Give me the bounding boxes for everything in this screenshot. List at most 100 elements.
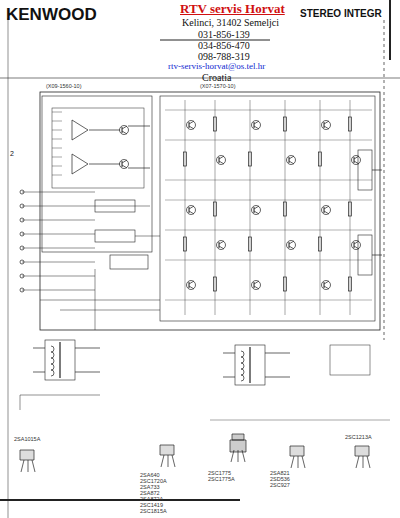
- wire: [254, 126, 259, 129]
- wire: [22, 290, 95, 291]
- wire: [219, 242, 220, 248]
- wire: [165, 110, 372, 111]
- transistor-symbol: [322, 281, 331, 290]
- block-outline: [45, 340, 75, 380]
- wire: [254, 286, 259, 289]
- block-outline: [235, 345, 265, 385]
- wire: [265, 377, 290, 378]
- coil-winding: [241, 357, 244, 363]
- wire: [302, 456, 305, 468]
- resistor-symbol: [349, 277, 352, 291]
- wire: [350, 100, 351, 315]
- wire: [324, 282, 325, 288]
- dashed-border: [384, 20, 385, 340]
- wire: [289, 157, 290, 163]
- wire: [324, 121, 329, 124]
- transistor-symbol: [187, 281, 196, 290]
- wire: [324, 207, 325, 213]
- resistor-symbol: [184, 152, 187, 166]
- wire: [172, 455, 175, 467]
- coil-winding: [241, 369, 244, 375]
- transistor-symbol: [120, 160, 129, 169]
- wire: [8, 18, 9, 518]
- wire: [122, 161, 123, 167]
- coil-winding: [51, 346, 54, 352]
- transistor-symbol: [217, 241, 226, 250]
- wire: [354, 242, 355, 248]
- input-jack: [20, 232, 24, 236]
- opamp-symbol: [72, 154, 88, 174]
- block-outline: [358, 150, 372, 190]
- transistor-symbol: [322, 121, 331, 130]
- wire: [59, 342, 60, 378]
- phone-number: 098-788-319: [198, 51, 250, 62]
- to92-package: [290, 446, 304, 456]
- brand-logo: KENWOOD: [6, 6, 97, 25]
- wire: [189, 286, 194, 289]
- wire: [22, 192, 95, 193]
- resistor-symbol: [214, 202, 217, 216]
- wire: [168, 455, 169, 467]
- board-code: (X09-1560-10): [46, 83, 81, 89]
- to220-package: [230, 434, 246, 452]
- wire: [52, 112, 62, 113]
- transistor-type: 2SA640 2SC1720A 2SA733 2SA872 2SA872A 2S…: [140, 472, 172, 514]
- wire: [165, 230, 372, 231]
- opamp-symbol: [72, 120, 88, 140]
- wire: [128, 168, 150, 169]
- coil-winding: [51, 358, 54, 364]
- wire: [289, 161, 294, 164]
- wire: [367, 456, 370, 468]
- coil-winding: [51, 364, 54, 370]
- wire: [89, 164, 120, 165]
- coil-winding: [241, 351, 244, 357]
- input-jack: [20, 274, 24, 278]
- wire: [52, 175, 62, 176]
- to92-package: [20, 450, 34, 460]
- wire: [189, 282, 190, 288]
- wire: [291, 456, 294, 468]
- wire: [289, 242, 290, 248]
- wire: [122, 160, 127, 163]
- transistor-type: 2SA821 2SD536 2SC927: [270, 470, 300, 488]
- wire: [20, 395, 100, 396]
- wire: [28, 460, 29, 472]
- resistor-symbol: [319, 152, 322, 166]
- wire: [356, 456, 359, 468]
- wire: [363, 456, 364, 468]
- block-outline: [358, 235, 372, 275]
- wire: [165, 140, 372, 141]
- resistor-symbol: [184, 237, 187, 251]
- wire: [242, 450, 245, 462]
- wire: [354, 157, 355, 163]
- wire: [22, 206, 95, 207]
- wire: [189, 206, 194, 209]
- email-address: rtv-servis-horvat@os.tel.hr: [168, 62, 265, 72]
- wire: [135, 236, 160, 237]
- resistor-symbol: [214, 117, 217, 131]
- wire: [238, 450, 239, 462]
- wire: [165, 180, 372, 181]
- input-jack: [20, 204, 24, 208]
- board-code: (X07-1570-10): [200, 83, 235, 89]
- wire: [219, 157, 220, 163]
- to92-package: [160, 445, 174, 455]
- page-number: 2: [10, 150, 14, 158]
- wire: [165, 260, 372, 261]
- wire: [22, 220, 95, 221]
- wire: [95, 269, 96, 330]
- wire: [189, 211, 194, 214]
- to92-package: [355, 446, 369, 456]
- resistor-symbol: [284, 117, 287, 131]
- coil-winding: [51, 352, 54, 358]
- block-outline: [160, 96, 375, 321]
- transistor-type: 2SA1015A: [14, 436, 40, 442]
- wire: [52, 130, 62, 131]
- resistor-symbol: [349, 202, 352, 216]
- wire: [165, 200, 372, 201]
- input-jack: [20, 260, 24, 264]
- phone-number: 034-856-470: [198, 40, 250, 51]
- input-jack: [20, 218, 24, 222]
